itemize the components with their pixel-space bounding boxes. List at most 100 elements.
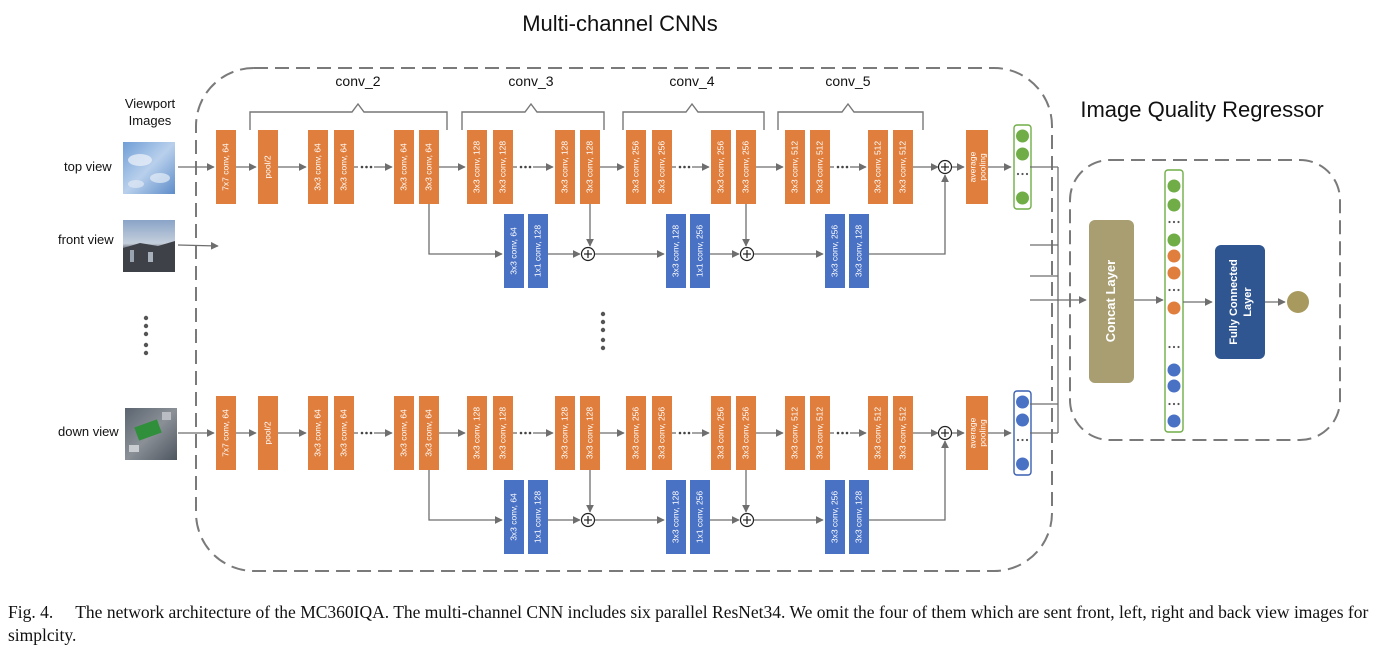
- connector-line: [177, 241, 219, 250]
- shortcut-block: [666, 480, 686, 554]
- concat-node: [1167, 179, 1181, 193]
- pool-label-1: average: [967, 151, 977, 182]
- pool-label-2: pooling: [977, 153, 987, 181]
- ellipsis-dot: [1025, 438, 1029, 442]
- feature-node: [1016, 147, 1029, 161]
- pool-label-2: pooling: [977, 419, 987, 447]
- feature-node: [1016, 191, 1029, 205]
- concat-node: [1167, 198, 1181, 212]
- conv-block: [334, 396, 354, 470]
- fc-label-line2: Layer: [1242, 287, 1254, 317]
- conv-block-label: 3x3 conv, 512: [872, 407, 882, 460]
- shortcut-path: [428, 470, 503, 524]
- group-label-conv-4: conv_4: [669, 73, 714, 89]
- shortcut-block-label: 3x3 conv, 256: [829, 225, 839, 278]
- figure-caption: Fig. 4.The network architecture of the M…: [8, 601, 1396, 647]
- conv-block-label: 3x3 conv, 128: [497, 407, 507, 460]
- conv-block: [652, 396, 672, 470]
- shortcut-block-label: 3x3 conv, 64: [508, 493, 518, 541]
- conv-block: [580, 130, 600, 204]
- conv-block-label: 3x3 conv, 512: [872, 141, 882, 194]
- ellipsis-dot: [524, 431, 527, 435]
- shortcut-block: [825, 480, 845, 554]
- concat-node: [1167, 363, 1181, 377]
- conv-block-label: 3x3 conv, 256: [715, 407, 725, 460]
- brace-2: [249, 102, 448, 130]
- conv-block-label: 3x3 conv, 256: [740, 407, 750, 460]
- concat-node: [1167, 266, 1181, 280]
- shortcut-block: [528, 214, 548, 288]
- conv-block: [555, 130, 575, 204]
- cnn-container: [195, 67, 1053, 572]
- conv-block: [493, 396, 513, 470]
- conv-block: [419, 396, 439, 470]
- shortcut-block: [528, 480, 548, 554]
- conv-block: [893, 396, 913, 470]
- conv-block-label: 3x3 conv, 128: [584, 407, 594, 460]
- ellipsis-dot: [1021, 172, 1024, 176]
- channels-ellipsis: [600, 311, 606, 351]
- ellipsis-dot: [365, 431, 368, 435]
- conv-block-label: 3x3 conv, 512: [789, 141, 799, 194]
- caption-figure-number: Fig. 4.: [8, 602, 54, 622]
- conv-block-label: 3x3 conv, 128: [471, 407, 481, 460]
- concat-node: [1167, 414, 1181, 428]
- shortcut-block-label: 3x3 conv, 128: [670, 225, 680, 278]
- conv-block: [652, 130, 672, 204]
- conv-block-label: 3x3 conv, 128: [497, 141, 507, 194]
- ellipsis-dot: [524, 165, 527, 169]
- conv-block: [216, 130, 236, 204]
- conv-block-label: 3x3 conv, 256: [740, 141, 750, 194]
- shortcut-block: [504, 480, 524, 554]
- top-view-image: [123, 142, 175, 194]
- conv-block-label: 3x3 conv, 256: [630, 407, 640, 460]
- front-view-label: front view: [58, 232, 114, 247]
- ellipsis-dot: [678, 165, 682, 169]
- shortcut-block-label: 1x1 conv, 256: [694, 225, 704, 278]
- ellipsis-dot: [360, 431, 364, 435]
- conv-block: [419, 130, 439, 204]
- down-view-image: [125, 408, 177, 460]
- conv-block: [580, 396, 600, 470]
- brace-3: [461, 102, 605, 130]
- ellipsis-dot: [369, 165, 373, 169]
- ellipsis-dot: [687, 165, 691, 169]
- ellipsis-dot: [1172, 220, 1176, 224]
- shortcut-block-label: 3x3 conv, 64: [508, 227, 518, 275]
- concat-node: [1167, 233, 1181, 247]
- group-label-conv-3: conv_3: [508, 73, 553, 89]
- conv-block: [555, 396, 575, 470]
- shortcut-path: [428, 204, 503, 258]
- ellipsis-dot: [1016, 172, 1020, 176]
- shortcut-block-label: 3x3 conv, 128: [853, 225, 863, 278]
- shortcut-block-label: 1x1 conv, 128: [532, 225, 542, 278]
- average-pooling: [966, 130, 988, 204]
- conv-block: [893, 130, 913, 204]
- conv-block-label: 3x3 conv, 256: [656, 141, 666, 194]
- ellipsis-dot: [678, 431, 682, 435]
- conv-block: [868, 130, 888, 204]
- conv-block-label: 3x3 conv, 512: [814, 141, 824, 194]
- shortcut-block-label: 3x3 conv, 128: [853, 491, 863, 544]
- conv-block-label: 3x3 conv, 128: [471, 141, 481, 194]
- conv-block: [308, 130, 328, 204]
- conv-block-label: 3x3 conv, 64: [312, 409, 322, 457]
- concat-layer: [1089, 220, 1134, 383]
- conv-block-label: 3x3 conv, 128: [584, 141, 594, 194]
- ellipsis-dot: [528, 431, 532, 435]
- ellipsis-dot: [1168, 288, 1171, 292]
- conv-block-label: 7x7 conv, 64: [220, 409, 230, 457]
- ellipsis-dot: [1177, 220, 1180, 224]
- conv-block: [626, 130, 646, 204]
- shortcut-block-label: 1x1 conv, 128: [532, 491, 542, 544]
- conv-block-label: 3x3 conv, 512: [897, 407, 907, 460]
- conv-block: [785, 396, 805, 470]
- fully-connected-layer: [1215, 245, 1265, 359]
- shortcut-block: [666, 214, 686, 288]
- ellipsis-dot: [683, 165, 686, 169]
- conv-block: [810, 130, 830, 204]
- shortcut-block-label: 3x3 conv, 128: [670, 491, 680, 544]
